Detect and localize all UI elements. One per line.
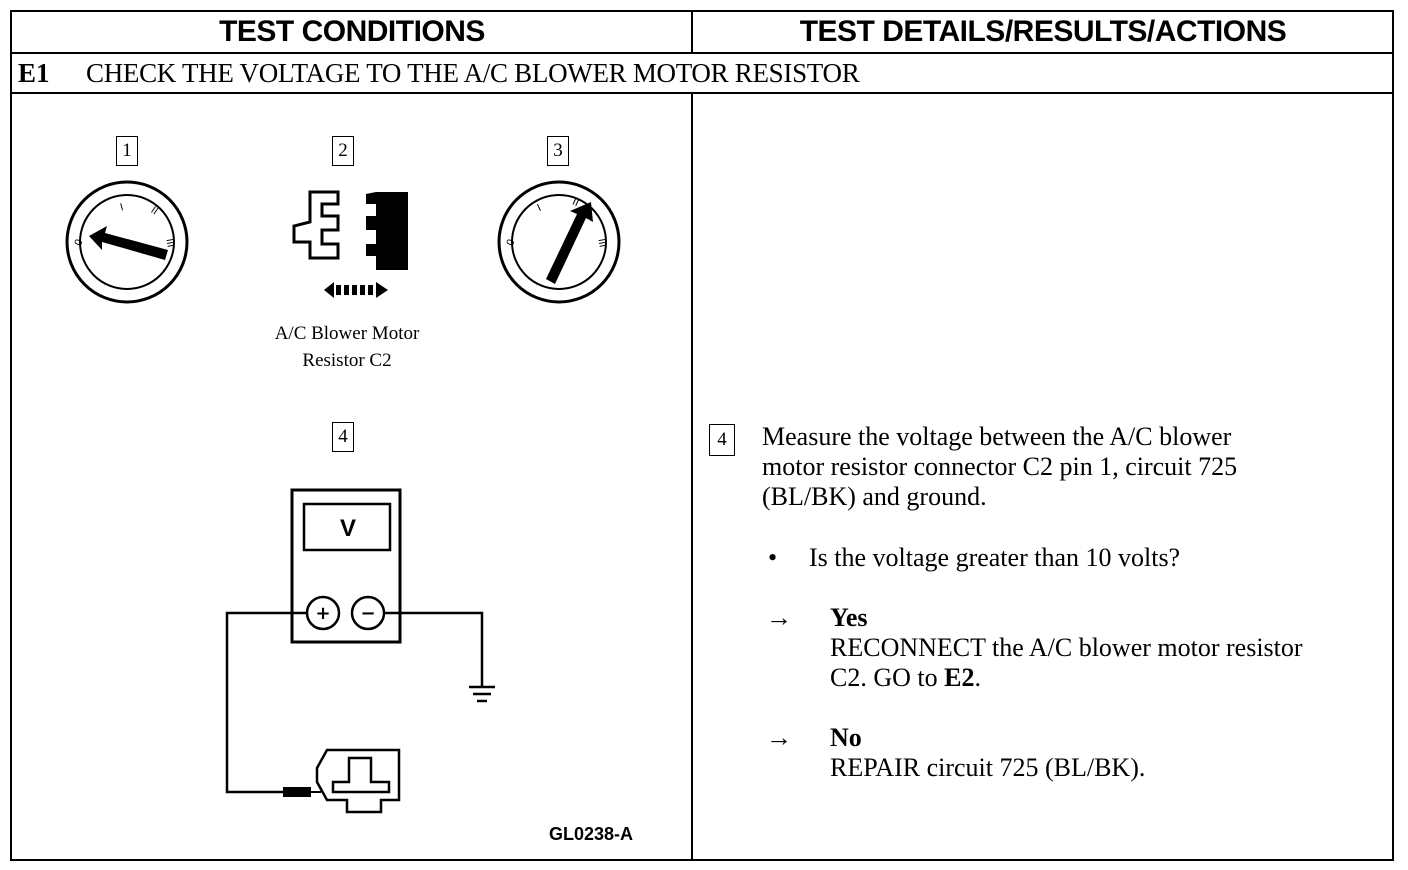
yes-action-prefix: C2. GO to (830, 663, 945, 692)
svg-text:I: I (119, 202, 125, 213)
header-rule (12, 52, 1392, 54)
connector-disconnect-icon (292, 190, 408, 298)
goto-e2-link[interactable]: E2 (944, 663, 975, 692)
step-title: CHECK THE VOLTAGE TO THE A/C BLOWER MOTO… (86, 57, 860, 88)
no-label: No (830, 723, 862, 752)
connector-caption-line1: A/C Blower Motor (274, 323, 420, 344)
yes-action-suffix: . (974, 663, 981, 692)
details-step-number: 4 (709, 424, 735, 456)
connector-caption: A/C Blower Motor Resistor C2 (232, 320, 462, 374)
yes-action-line1: RECONNECT the A/C blower motor resistor (830, 633, 1303, 662)
step-id: E1 (18, 57, 50, 88)
svg-text:I: I (536, 203, 543, 214)
step-title-row: E1 CHECK THE VOLTAGE TO THE A/C BLOWER M… (12, 54, 1392, 92)
instruction-line3: (BL/BK) and ground. (762, 482, 987, 511)
voltmeter-circuit (225, 488, 495, 814)
yes-arrow-icon: → (766, 603, 792, 632)
instruction-line1: Measure the voltage between the A/C blow… (762, 422, 1232, 451)
no-arrow-icon: → (766, 723, 792, 752)
no-action: REPAIR circuit 725 (BL/BK). (830, 753, 1146, 782)
svg-text:II: II (149, 205, 160, 217)
callout-3: 3 (547, 136, 569, 166)
bullet-icon: • (768, 543, 778, 572)
instruction-line2: motor resistor connector C2 pin 1, circu… (762, 452, 1238, 481)
positive-lead (225, 611, 307, 794)
figure-code: GL0238-A (549, 824, 634, 844)
svg-text:0: 0 (73, 238, 86, 248)
body-divider (691, 94, 693, 859)
voltmeter-display (302, 502, 392, 552)
negative-lead (384, 611, 484, 687)
svg-text:II: II (570, 197, 580, 209)
voltmeter-label: V (339, 515, 356, 542)
callout-2: 2 (332, 136, 354, 166)
title-rule (12, 92, 1392, 94)
no-branch: No REPAIR circuit 725 (BL/BK). (830, 723, 1145, 783)
question-text: Is the voltage greater than 10 volts? (809, 543, 1181, 572)
probe-tip (283, 787, 311, 797)
yes-action-line2: C2. GO to E2. (830, 663, 1303, 693)
instruction-text: Measure the voltage between the A/C blow… (762, 422, 1237, 512)
header-test-conditions: TEST CONDITIONS (219, 15, 485, 48)
ignition-switch-run-icon: 0 I II III (497, 180, 621, 304)
header-divider (691, 12, 693, 52)
connector-caption-line2: Resistor C2 (302, 350, 392, 371)
yes-label: Yes (830, 603, 868, 632)
callout-1: 1 (116, 136, 138, 166)
yes-branch: Yes RECONNECT the A/C blower motor resis… (830, 603, 1303, 693)
ignition-switch-off-icon: 0 I II III (65, 180, 189, 304)
svg-text:0: 0 (505, 238, 518, 248)
plus-sign: + (315, 602, 331, 624)
svg-text:III: III (595, 238, 607, 249)
minus-sign: − (360, 602, 376, 624)
svg-text:III: III (163, 238, 175, 249)
callout-4: 4 (332, 422, 354, 452)
test-step-table: TEST CONDITIONS TEST DETAILS/RESULTS/ACT… (10, 10, 1394, 861)
header-test-details: TEST DETAILS/RESULTS/ACTIONS (799, 15, 1287, 48)
